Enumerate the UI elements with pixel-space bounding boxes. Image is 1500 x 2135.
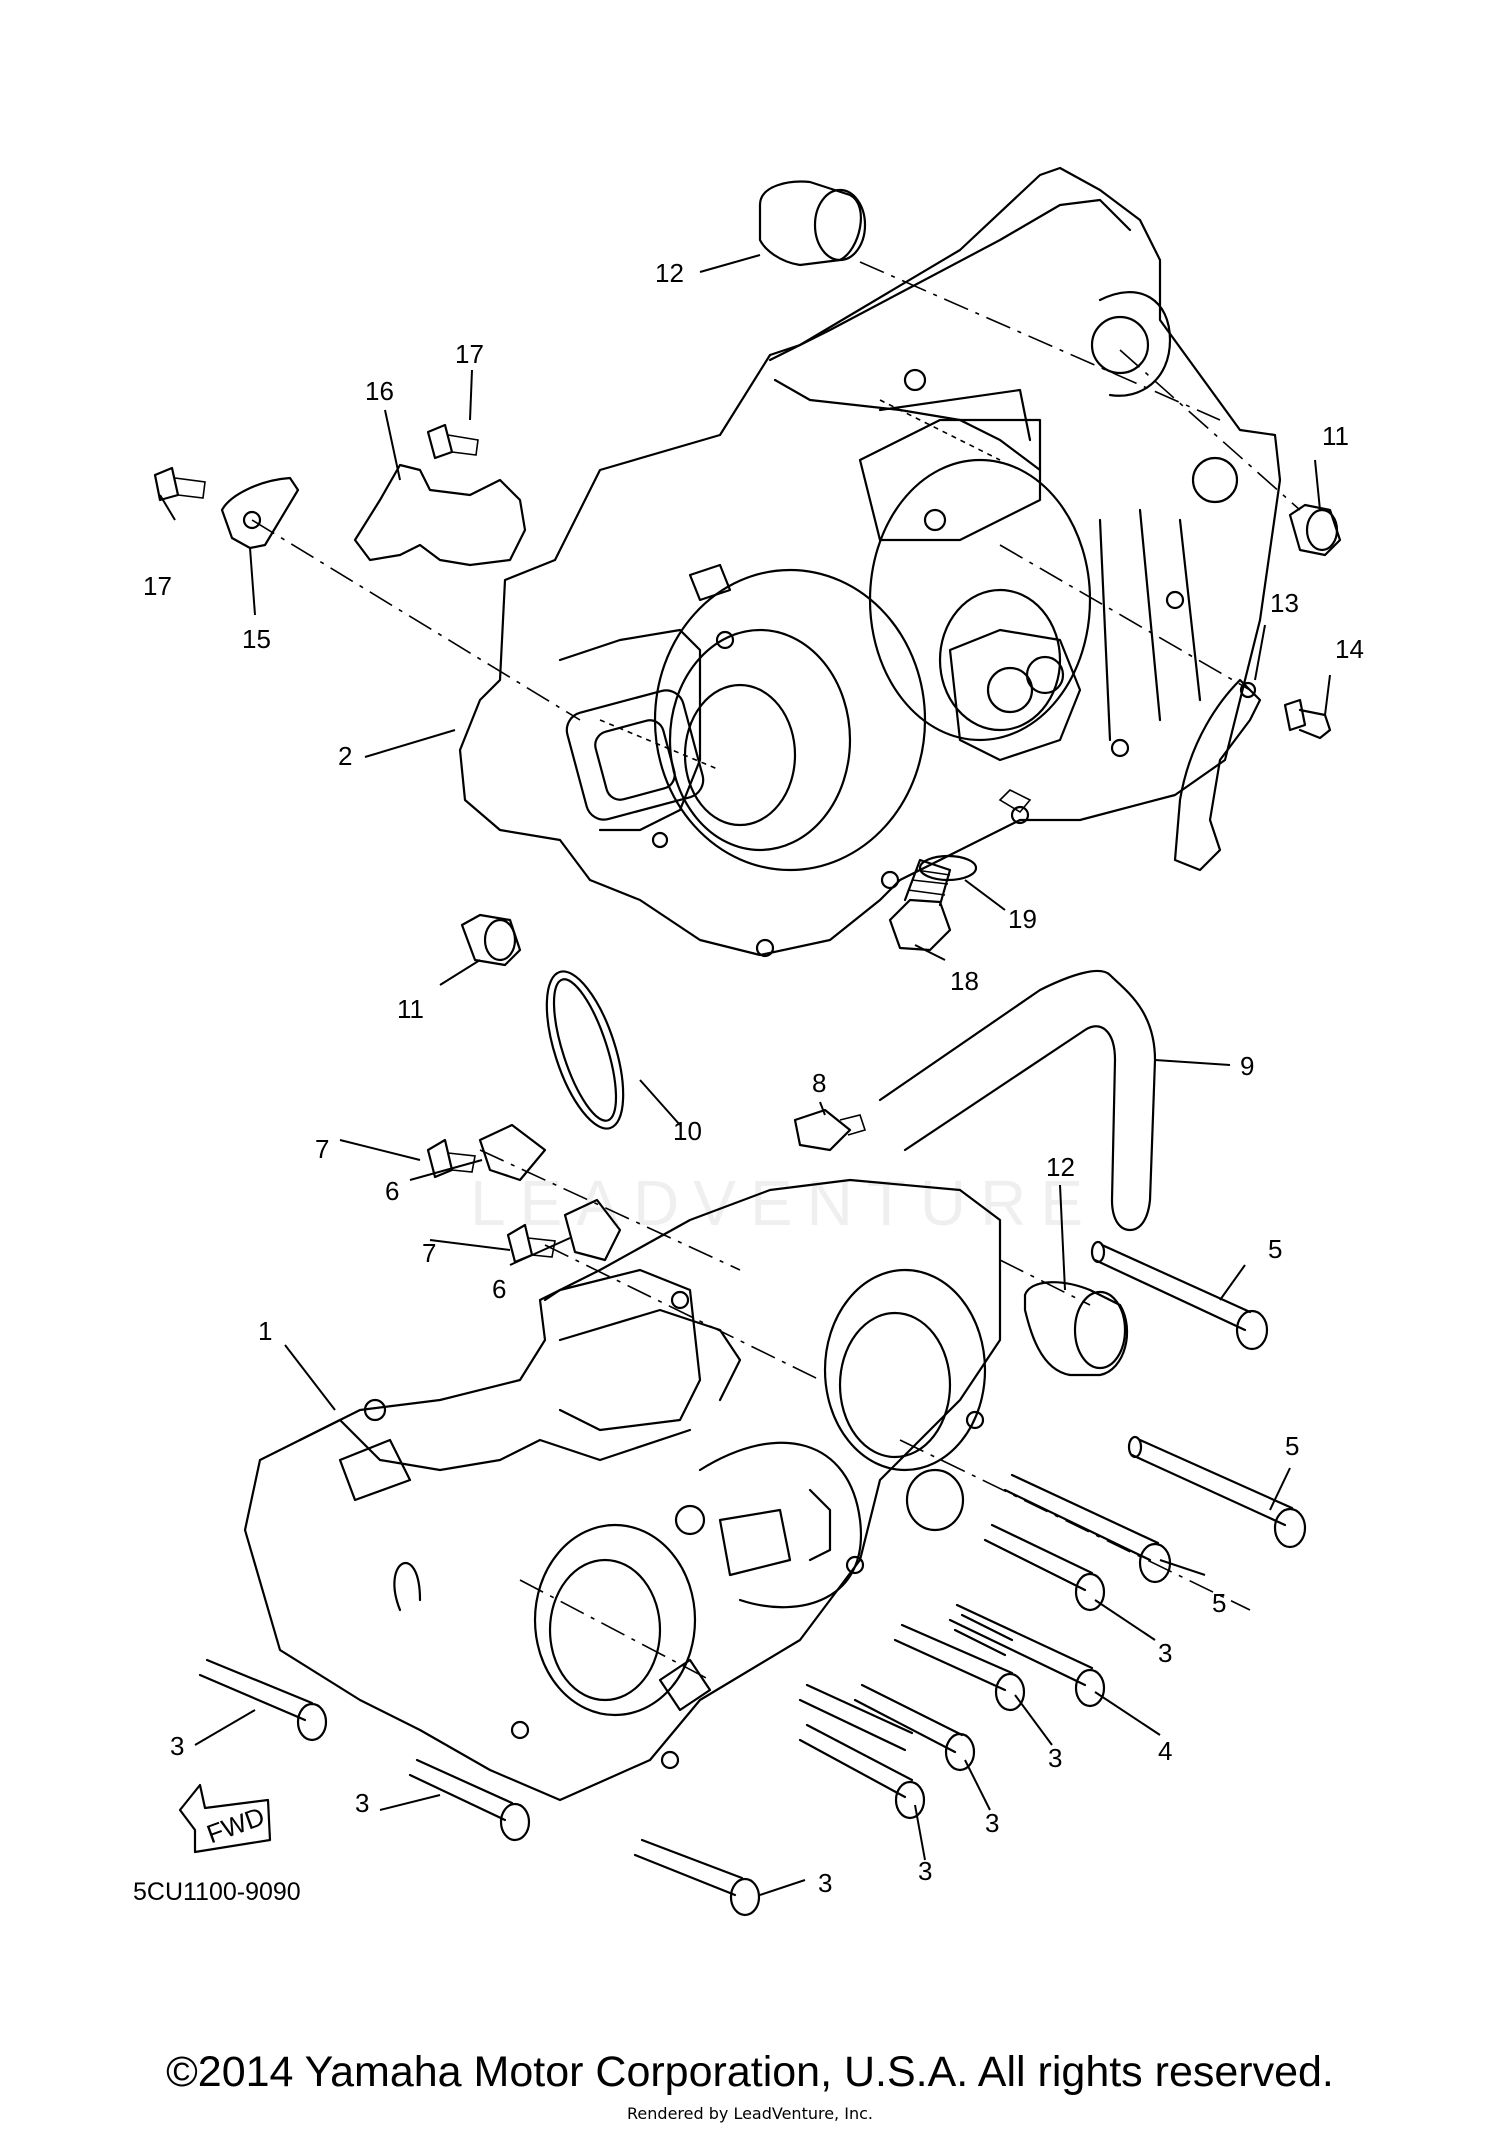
bolt-14	[1283, 698, 1332, 740]
callout-17-left: 17	[143, 571, 172, 601]
crankcase-2-part	[458, 166, 1282, 958]
callout-12-lower: 12	[1046, 1152, 1075, 1182]
callout-16: 16	[365, 376, 394, 406]
callout-10: 10	[673, 1116, 702, 1146]
plate-6-bottom	[563, 1198, 622, 1262]
callout-3-a: 3	[1158, 1638, 1172, 1668]
callout-12-upper: 12	[655, 258, 684, 288]
collar-11-right	[1288, 503, 1342, 557]
callout-8: 8	[812, 1068, 826, 1098]
bolt-5-b	[1127, 1435, 1307, 1549]
callout-3-b: 3	[1048, 1743, 1062, 1773]
alignment-lines	[251, 261, 1301, 1681]
callout-5-c: 5	[1212, 1588, 1226, 1618]
callout-9: 9	[1240, 1051, 1254, 1081]
rendered-by-credit: Rendered by LeadVenture, Inc.	[627, 2104, 873, 2123]
breather-hose-9	[878, 970, 1157, 1232]
callout-11-left: 11	[397, 994, 424, 1024]
callout-3-c: 3	[985, 1808, 999, 1838]
drain-bolt-18	[888, 858, 952, 952]
bolt-7-top	[426, 1138, 476, 1179]
callout-5-a: 5	[1268, 1234, 1282, 1264]
gasket-19	[918, 854, 978, 882]
collar-11-left	[460, 913, 522, 967]
callout-3-f: 3	[355, 1788, 369, 1818]
callout-labels: 12 17 16 17 15 11 13 14 2 19 18 11 10 8 …	[143, 258, 1364, 1898]
crankcase-1-part	[243, 1178, 1002, 1802]
callout-14: 14	[1335, 634, 1364, 664]
o-ring-10-inner	[552, 978, 618, 1122]
callout-19: 19	[1008, 904, 1037, 934]
bearing-12-lower	[1023, 1281, 1129, 1377]
callout-17-top: 17	[455, 339, 484, 369]
bracket-15	[220, 476, 300, 550]
callout-13: 13	[1270, 588, 1299, 618]
callout-7-bottom: 7	[422, 1238, 436, 1268]
callout-4: 4	[1158, 1736, 1172, 1766]
callout-1: 1	[258, 1316, 272, 1346]
fwd-arrow-icon: FWD	[178, 1783, 272, 1854]
o-ring-10	[545, 970, 625, 1130]
plate-6-top	[478, 1123, 547, 1182]
bolt-17-top	[426, 423, 479, 460]
leader-lines	[159, 254, 1331, 1896]
bolt-3-group	[198, 1523, 1106, 1917]
watermark-text: LEADVENTURE	[470, 1167, 1097, 1239]
callout-5-b: 5	[1285, 1431, 1299, 1461]
callout-3-d: 3	[918, 1856, 932, 1886]
callout-6-top: 6	[385, 1176, 399, 1206]
copyright-footer: ©2014 Yamaha Motor Corporation, U.S.A. A…	[166, 2048, 1334, 2096]
callout-15: 15	[242, 624, 271, 654]
callout-11-right: 11	[1322, 421, 1349, 451]
diagram-code: 5CU1100-9090	[133, 1878, 301, 1906]
callout-3-g: 3	[818, 1868, 832, 1898]
bolt-5-c	[1003, 1473, 1172, 1584]
bolt-5-a	[1090, 1240, 1269, 1351]
callout-2: 2	[338, 741, 352, 771]
bolt-17-left	[153, 466, 206, 502]
plate-13	[1173, 678, 1262, 872]
callout-7-top: 7	[315, 1134, 329, 1164]
guard-16	[353, 463, 527, 567]
callout-3-e: 3	[170, 1731, 184, 1761]
bearing-12-upper	[758, 180, 867, 267]
callout-18: 18	[950, 966, 979, 996]
fitting-8	[793, 1108, 867, 1152]
callout-6-bottom: 6	[492, 1274, 506, 1304]
